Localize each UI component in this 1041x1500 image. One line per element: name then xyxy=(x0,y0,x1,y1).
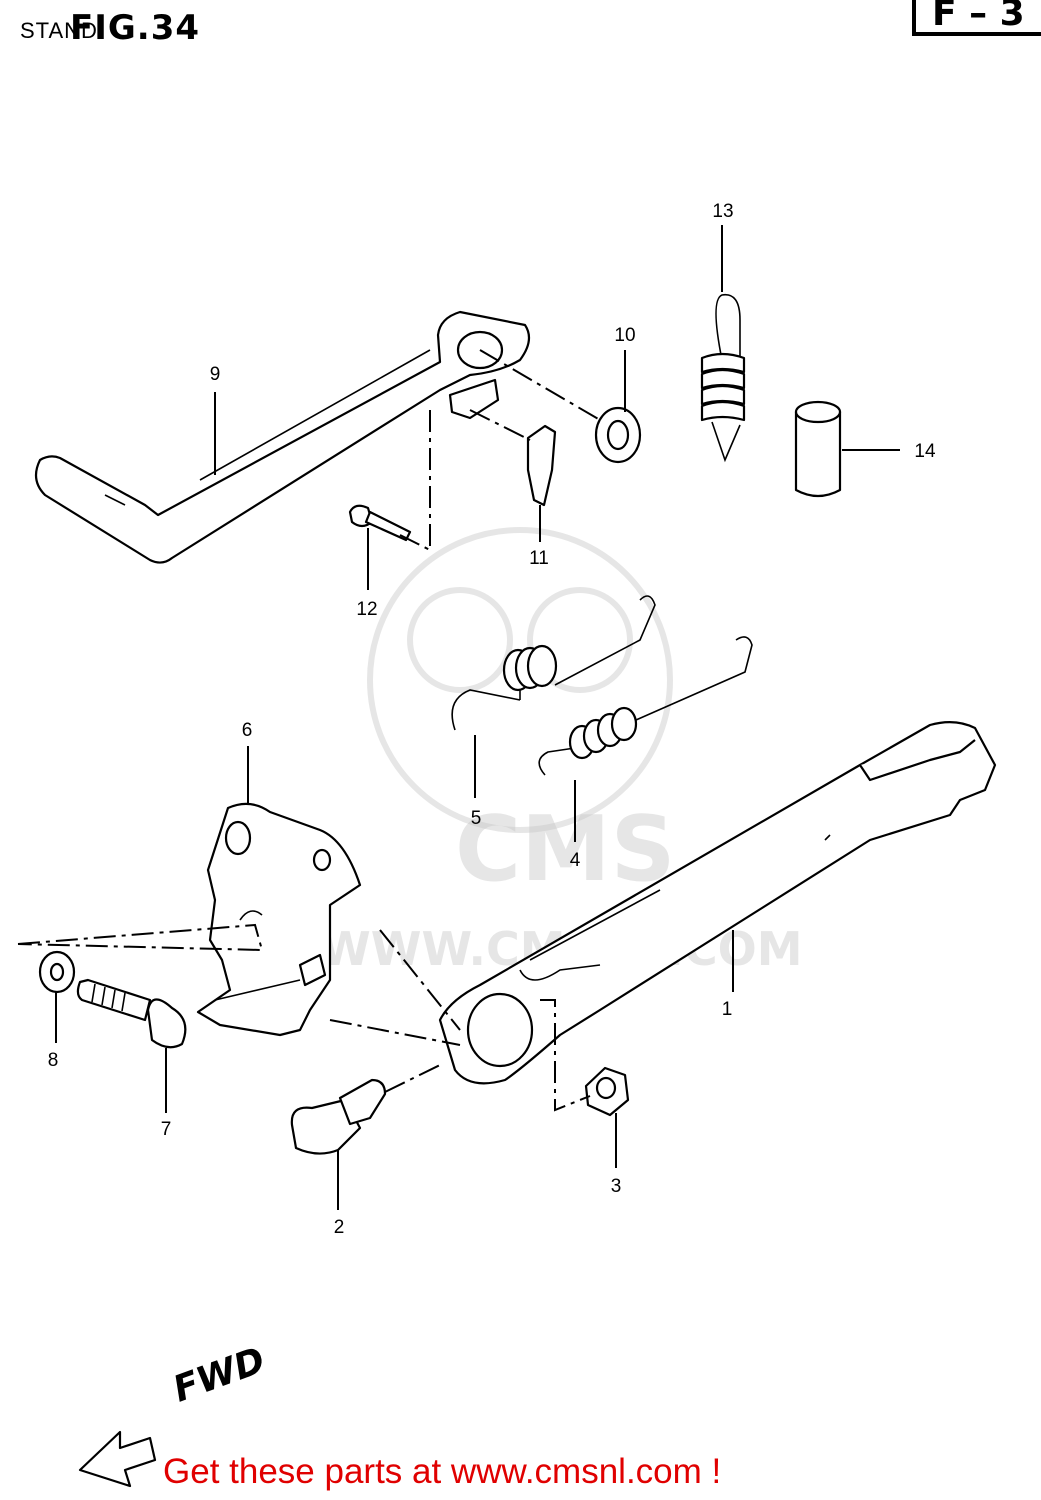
callout-13: 13 xyxy=(712,201,733,222)
callout-9: 9 xyxy=(210,364,221,385)
callout-10: 10 xyxy=(614,325,635,346)
callout-12: 12 xyxy=(356,599,377,620)
figure-title: FIG.34 xyxy=(70,8,201,48)
part-2-pivot-bolt xyxy=(290,1078,387,1155)
callout-4: 4 xyxy=(570,850,581,871)
part-12-bolt xyxy=(348,504,412,542)
section-title: STAND xyxy=(20,18,98,43)
callout-7: 7 xyxy=(161,1119,172,1140)
part-9-brake-pedal xyxy=(34,310,531,564)
callout-3: 3 xyxy=(611,1176,622,1197)
callout-1: 1 xyxy=(722,999,733,1020)
callout-6: 6 xyxy=(242,720,253,741)
leader-lines xyxy=(55,225,900,1210)
corner-code-box: F – 3 xyxy=(912,0,1041,36)
part-11-clip xyxy=(526,424,557,507)
callout-11: 11 xyxy=(529,548,549,569)
part-4-spring xyxy=(538,636,753,776)
part-3-nut xyxy=(584,1066,630,1117)
part-8-washer xyxy=(38,950,76,994)
promo-link[interactable]: Get these parts at www.cmsnl.com ! xyxy=(163,1452,722,1491)
watermark-logo-text: CMS xyxy=(455,797,675,902)
assembly-lines xyxy=(17,349,601,1112)
part-7-bolt xyxy=(76,978,187,1049)
part-1-side-stand xyxy=(438,721,997,1085)
callout-2: 2 xyxy=(334,1217,345,1238)
callout-5: 5 xyxy=(471,808,482,829)
part-6-bracket xyxy=(196,802,362,1037)
part-13-spring xyxy=(700,293,746,463)
part-14-collar xyxy=(794,400,842,498)
callout-8: 8 xyxy=(48,1050,59,1071)
part-10-washer xyxy=(594,406,642,464)
callout-14: 14 xyxy=(914,441,936,462)
part-5-spring xyxy=(451,595,656,731)
callout-numbers: 1 2 3 4 5 6 7 8 9 10 11 12 13 14 xyxy=(48,201,936,1238)
forward-arrow-icon xyxy=(78,1430,157,1488)
